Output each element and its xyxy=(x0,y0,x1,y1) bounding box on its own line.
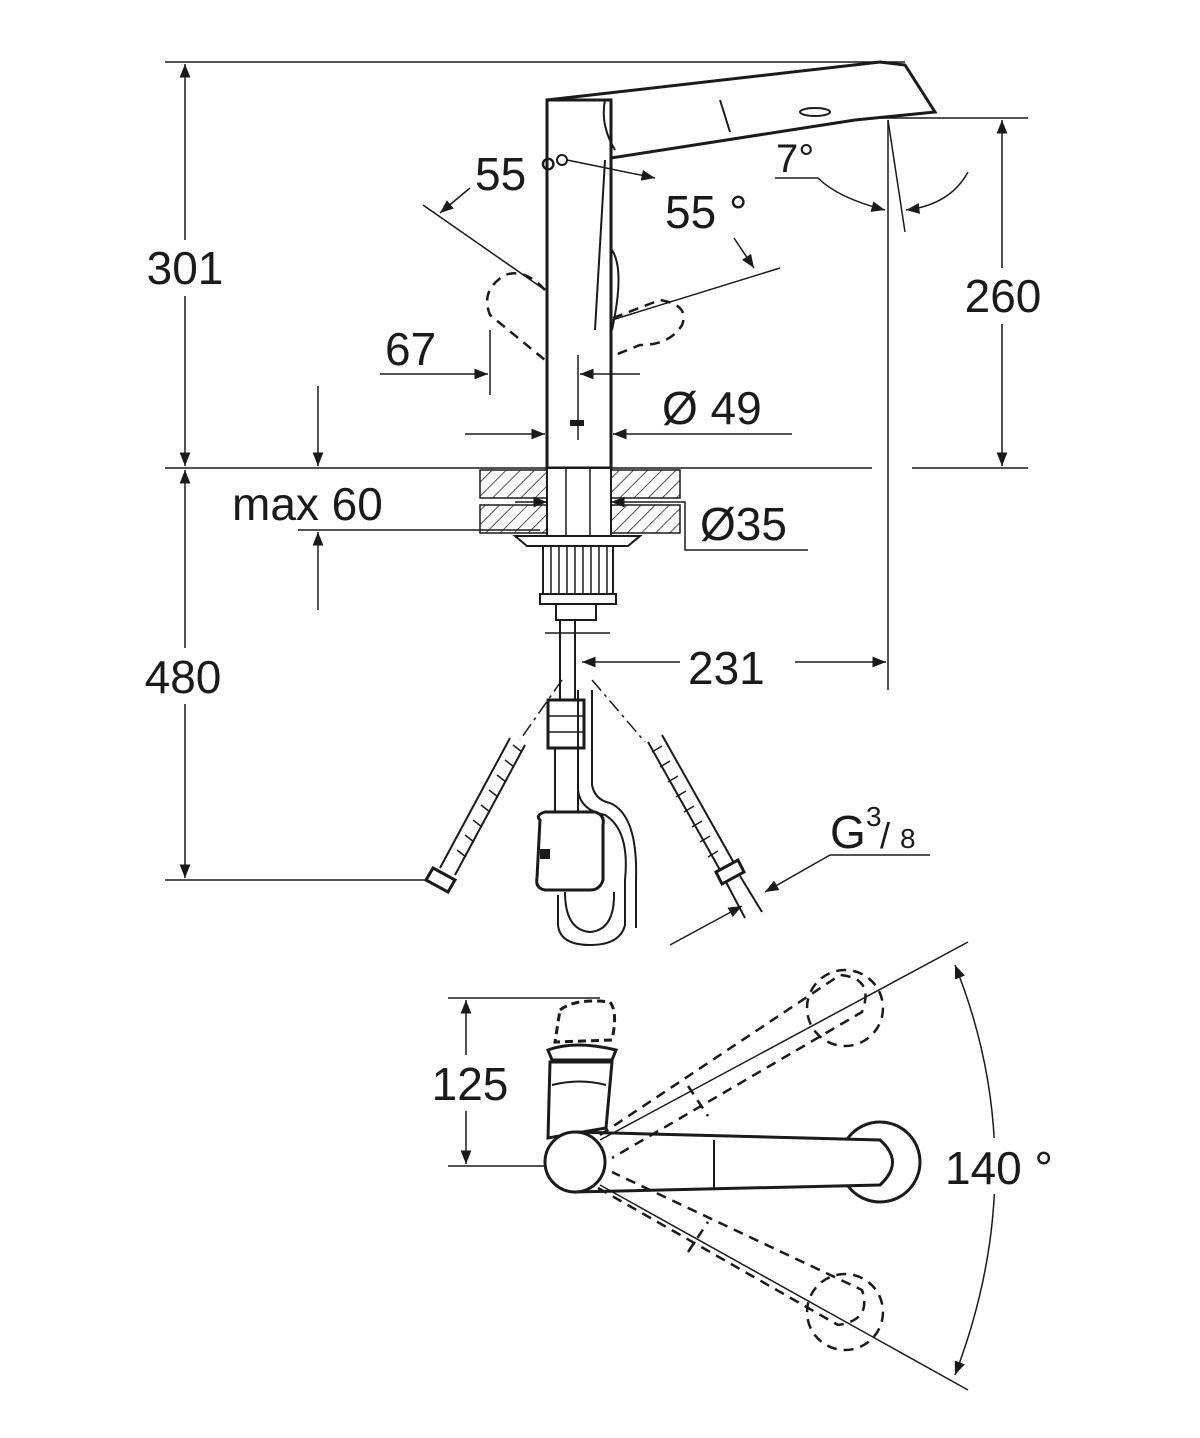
dim-260-label: 260 xyxy=(965,270,1042,322)
angle-140-label: 140 ° xyxy=(945,1142,1053,1194)
faucet-spout xyxy=(546,60,938,160)
lever-top-detail xyxy=(551,1080,607,1086)
dim-125-bg xyxy=(420,1055,520,1111)
thread-denominator: 8 xyxy=(900,823,916,854)
angle-7-label: 7° xyxy=(776,137,814,181)
hose-loop-outer xyxy=(557,690,627,947)
dim-67-label: 67 xyxy=(385,323,436,375)
dim-301-label: 301 xyxy=(147,242,224,294)
weight-loop-inner xyxy=(564,891,616,934)
angle-55-left-line xyxy=(422,204,546,291)
spout-swivel-upper xyxy=(599,973,867,1160)
hose-centerline-left xyxy=(519,679,563,741)
angle-55-left-label: 55 ° xyxy=(475,148,557,200)
hose-upper xyxy=(559,620,576,700)
angle-55-right-label: 55 ° xyxy=(665,186,747,238)
thread-numerator: 3 xyxy=(866,801,882,832)
angle-55-center-dot xyxy=(556,154,568,166)
angle-55-right-line xyxy=(611,267,781,321)
angle-7-arrow-right xyxy=(905,171,969,214)
angle-140-ray-upper xyxy=(599,941,969,1141)
hose-loop-inner xyxy=(591,690,638,928)
lever-axis xyxy=(594,159,606,331)
angle-55-right-arc-arrow xyxy=(566,159,656,181)
outlet-swivel-lower xyxy=(805,1272,885,1352)
spout-swivel-lower xyxy=(597,1170,866,1327)
dim-480-label: 480 xyxy=(145,651,222,703)
outlet-swivel-upper xyxy=(805,968,885,1048)
dim-125-label: 125 xyxy=(432,1058,509,1110)
lever-top-body xyxy=(546,1060,614,1140)
lever-pivot xyxy=(602,99,616,151)
dim-260-bg xyxy=(952,268,1052,324)
thread-slash: / xyxy=(880,815,890,856)
nut-thread-lines xyxy=(550,546,608,594)
dim-231-label: 231 xyxy=(688,642,765,694)
angle-55-left-arrow xyxy=(439,187,471,214)
mounting-shank xyxy=(546,467,612,537)
lever-top-cap xyxy=(546,1043,619,1062)
spout-top-main xyxy=(558,1130,894,1194)
spout-base-circle xyxy=(543,1130,607,1194)
connector-top xyxy=(555,603,597,621)
dim-480-bg xyxy=(135,648,235,704)
thread-arrow-left xyxy=(669,905,743,946)
weight-mark xyxy=(540,849,550,859)
handle-position-left xyxy=(485,272,546,361)
angle-140-ray-lower xyxy=(599,1184,969,1391)
angle-140-bg xyxy=(940,1138,1070,1194)
lever-top-dashed xyxy=(553,999,617,1044)
mounting-nut xyxy=(542,545,614,595)
body-mark xyxy=(570,420,584,426)
spout-aerator xyxy=(799,107,831,117)
side-view: 301 480 260 max 60 55 ° xyxy=(135,60,1052,947)
dim-301-bg xyxy=(135,240,235,296)
thread-arrow-right xyxy=(764,854,831,893)
nut-base xyxy=(539,593,617,605)
dim-35-label: Ø35 xyxy=(700,498,787,550)
handle-position-right xyxy=(612,298,685,357)
dim-49-label: Ø 49 xyxy=(662,382,762,434)
angle-55-right-arrow xyxy=(733,237,755,269)
top-view: 125 140 ° xyxy=(420,941,1070,1391)
angle-7-arrow-left xyxy=(775,177,886,212)
dim-max60-label: max 60 xyxy=(232,478,383,530)
supply-hose-left xyxy=(423,737,526,895)
supply-hose-right xyxy=(647,734,763,919)
mounting-washer xyxy=(512,535,643,547)
hose-weight xyxy=(535,810,605,892)
angle-7-tilt-line xyxy=(887,119,906,233)
hose-lower xyxy=(554,748,579,815)
swivel-lower-joint xyxy=(686,1221,710,1253)
dim-35-leader xyxy=(645,501,808,551)
thread-g-label: G xyxy=(830,806,866,858)
hose-centerline-right xyxy=(591,679,646,743)
spout-joint xyxy=(719,99,731,133)
